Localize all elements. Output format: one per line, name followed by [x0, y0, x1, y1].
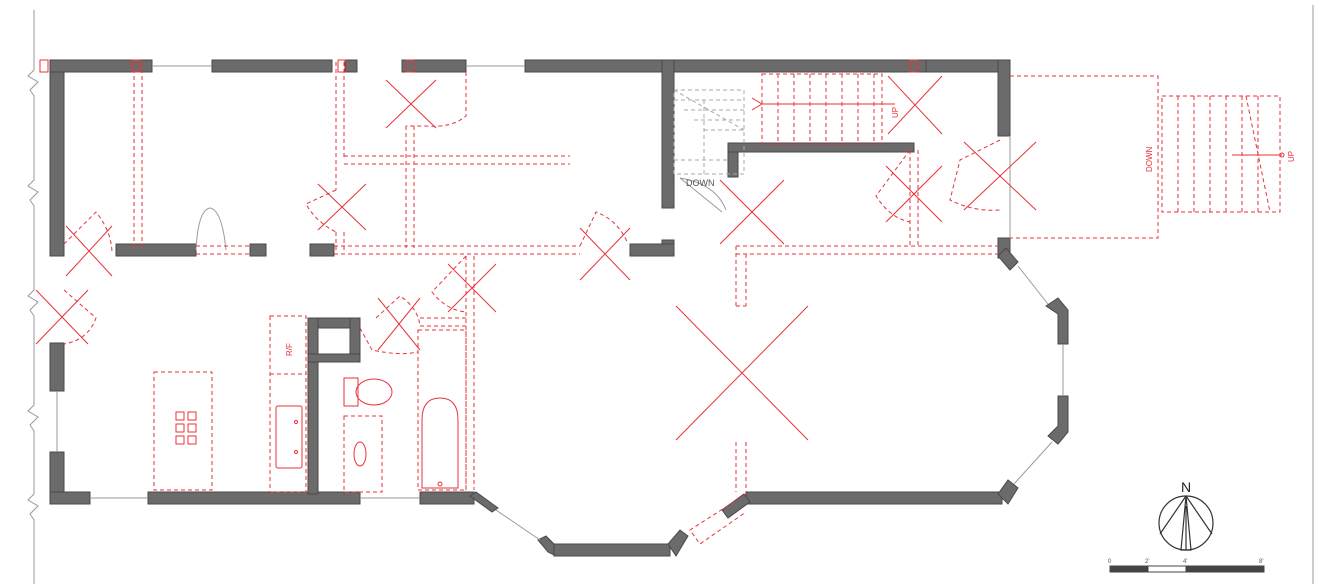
demolition-x-icon — [35, 289, 89, 345]
existing-walls — [49, 59, 1069, 557]
demolition-x-icon — [385, 79, 437, 129]
demolition-x-icon — [317, 183, 367, 231]
stair-demo: UP — [751, 73, 900, 145]
north-label: N — [1181, 479, 1191, 495]
scale-bar: 0 2' 4' 8' — [1108, 559, 1265, 573]
down-label-interior: DOWN — [686, 178, 715, 188]
demolition-x-icon — [65, 225, 113, 277]
kitchen-island — [153, 371, 213, 491]
exterior-stair: DOWN UP — [1010, 75, 1296, 239]
bathtub — [421, 397, 459, 489]
interior-stair: DOWN — [673, 89, 745, 188]
window-lines — [56, 65, 1064, 541]
kitchen-counter — [269, 315, 307, 493]
scale-tick-1: 2' — [1145, 559, 1149, 565]
scale-tick-2: 4' — [1183, 559, 1187, 565]
page-border — [27, 5, 1314, 584]
rf-label: R/F — [285, 343, 294, 356]
demolition-x-icon — [887, 75, 943, 135]
up-label-interior: UP — [891, 107, 900, 118]
vanity — [343, 415, 383, 493]
toilet — [343, 377, 359, 407]
demolition-fixtures: R/F — [153, 315, 467, 493]
kitchen-sink — [275, 405, 303, 469]
column-markers — [39, 59, 919, 73]
north-arrow-icon: N — [1158, 479, 1214, 551]
demolition-x-icon — [675, 305, 809, 441]
up-label-exterior: UP — [1287, 151, 1296, 162]
demolition-x-icon — [447, 263, 497, 313]
demolition-x-icon — [885, 165, 943, 223]
scale-tick-3: 8' — [1259, 559, 1263, 565]
demolition-x-icon — [377, 297, 421, 351]
demolition-x-icon — [579, 227, 631, 281]
demolition-x-marks — [35, 75, 1037, 441]
demolition-walls — [133, 62, 998, 492]
demolition-x-icon — [963, 141, 1037, 211]
down-label-exterior: DOWN — [1145, 146, 1154, 172]
scale-tick-0: 0 — [1108, 559, 1112, 565]
door-swing-icon — [63, 211, 113, 255]
demolition-x-icon — [719, 179, 785, 245]
